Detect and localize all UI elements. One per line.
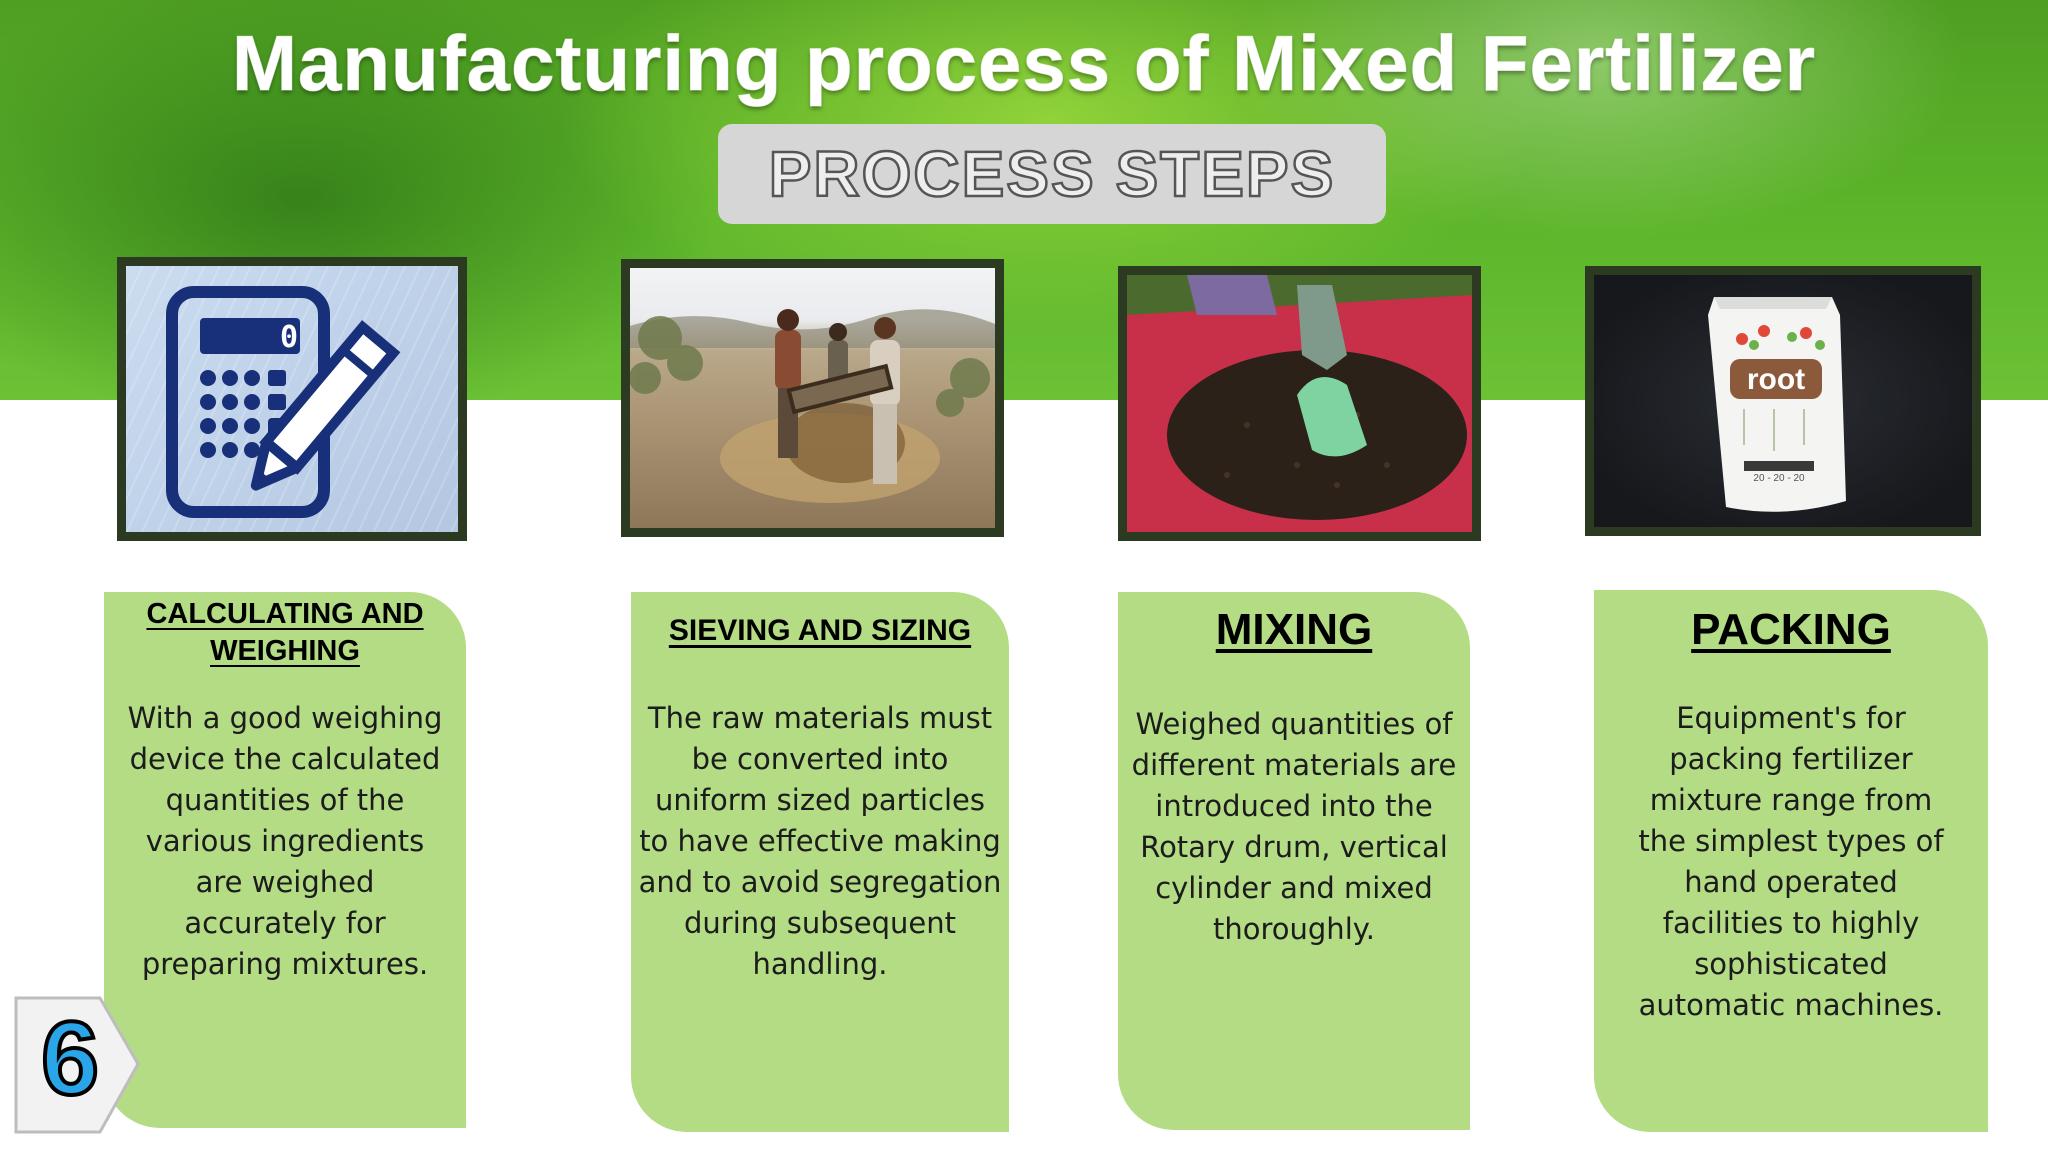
step-image-sieving	[621, 259, 1004, 537]
bag-brand-label: root	[1747, 363, 1805, 396]
slide-number: 6	[39, 999, 101, 1119]
step-image-calculating: 0	[117, 257, 467, 541]
step-text-packing: Equipment's for packing fertilizer mixtu…	[1638, 701, 1944, 1022]
process-steps-banner: PROCESS STEPS	[718, 124, 1386, 224]
bag-npk-label: 20 - 20 - 20	[1753, 473, 1805, 484]
step-card-sieving: SIEVING AND SIZING The raw materials mus…	[631, 592, 1009, 1132]
calculator-icon: 0	[166, 286, 330, 518]
step-title-mixing: MIXING	[1215, 605, 1373, 654]
step-title-sieving: SIEVING AND SIZING	[668, 614, 972, 647]
step-text-mixing: Weighed quantities of different material…	[1131, 707, 1457, 946]
pencil-icon	[250, 320, 401, 491]
page-title: Manufacturing process of Mixed Fertilize…	[232, 19, 1816, 108]
step-title-packing: PACKING	[1691, 605, 1891, 654]
step-image-packing: root 20 - 20 - 20	[1585, 266, 1981, 536]
step-text-calculating: With a good weighing device the calculat…	[127, 701, 443, 981]
shrub-shape	[630, 316, 990, 417]
step-title-calculating: CALCULATING AND WEIGHING	[146, 598, 424, 667]
step-text-sieving: The raw materials must be converted into…	[638, 701, 1002, 981]
step-card-calculating: CALCULATING AND WEIGHING With a good wei…	[104, 592, 466, 1128]
step-card-packing: PACKING Equipment's for packing fertiliz…	[1594, 590, 1988, 1132]
step-image-mixing	[1118, 266, 1481, 541]
step-card-mixing: MIXING Weighed quantities of different m…	[1118, 592, 1470, 1130]
process-steps-label: PROCESS STEPS	[767, 137, 1336, 212]
gloved-hand	[1297, 285, 1347, 370]
sieve-frame	[786, 363, 894, 415]
bag-shape	[1708, 297, 1846, 512]
slide-number-badge: 6	[14, 996, 140, 1134]
svg-text:0: 0	[280, 320, 298, 355]
